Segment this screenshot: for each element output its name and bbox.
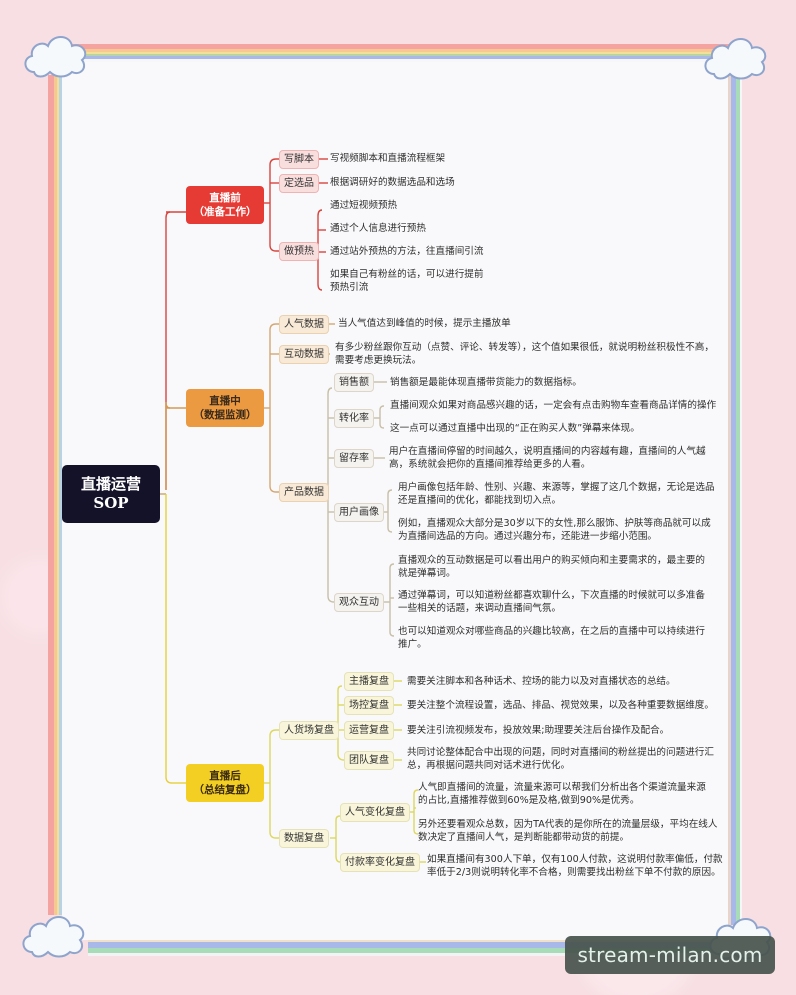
leaf-text: 销售额是最能体现直播带货能力的数据指标。 [390,377,582,388]
leaf-text: 用户在直播间停留的时间越久，说明直播间的内容越有趣，直播间的人气越 [389,446,706,457]
branch-write-script[interactable]: 写脚本 [279,150,319,169]
leaf-text: 人气即直播间的流量，流量来源可以帮我们分析出各个渠道流量来源 [418,782,706,793]
branch-data-review[interactable]: 数据复盘 [279,829,329,848]
leaf-text: 总，再根据问题共同对话术进行优化。 [407,760,571,771]
leaf-text: 数决定了直播间人气，是判断能都带动货的前提。 [418,832,630,843]
stage-label: 直播后 [209,770,241,782]
stage-label: 直播中 [209,395,241,407]
leaf-text: 如果自己有粉丝的话，可以进行提前 [330,269,484,280]
rainbow-frame-left [48,75,62,915]
leaf-text: 这一点可以通过直播中出现的“正在购买人数”弹幕来体现。 [390,423,640,434]
stage-node-after[interactable]: 直播后 （总结复盘） [186,764,264,802]
branch-select-products[interactable]: 定选品 [279,174,319,193]
node-user-profile[interactable]: 用户画像 [334,503,384,522]
cloud-icon [704,38,767,80]
leaf-text: 也可以知道观众对哪些商品的兴趣比较高，在之后的直播中可以持续进行 [398,626,705,637]
leaf-text: 要关注整个流程设置，选品、排品、视觉效果，以及各种重要数据维度。 [407,700,714,711]
stage-sublabel: （准备工作） [193,206,257,218]
stage-label: 直播前 [209,192,241,204]
leaf-text: 通过个人信息进行预热 [330,223,426,234]
rainbow-frame-right [728,75,742,925]
node-sales[interactable]: 销售额 [334,373,374,392]
leaf-text: 率低于2/3则说明转化率不合格，则需要找出粉丝下单不付款的原因。 [427,867,721,878]
leaf-text: 通过短视频预热 [330,200,398,211]
node-audience-interaction[interactable]: 观众互动 [334,593,384,612]
leaf-text: 共同讨论整体配合中出现的问题，同时对直播间的粉丝提出的问题进行汇 [407,747,714,758]
leaf-text: 需要关注脚本和各种话术、控场的能力以及对直播状态的总结。 [407,676,676,687]
leaf-text: 另外还要看观众总数，因为TA代表的是你所在的流量层级，平均在线人 [418,819,718,830]
node-payment-rate-review[interactable]: 付款率变化复盘 [340,853,420,872]
leaf-text: 就是弹幕词。 [398,568,456,579]
leaf-text: 通过站外预热的方法，往直播间引流 [330,246,484,257]
branch-warm-up[interactable]: 做预热 [279,242,319,261]
stage-sublabel: （数据监测） [193,409,257,421]
node-control-review[interactable]: 场控复盘 [344,696,394,715]
leaf-text: 要关注引流视频发布，投放效果;助理要关注后台操作及配合。 [407,725,670,736]
leaf-text: 用户画像包括年龄、性别、兴趣、来源等，掌握了这几个数据，无论是选品 [398,482,715,493]
leaf-text: 需要考虑更换玩法。 [335,355,422,366]
watermark-badge: stream-milan.com [565,936,775,974]
paper-canvas [62,62,728,940]
root-node[interactable]: 直播运营 SOP [62,465,160,523]
branch-people-goods-venue-review[interactable]: 人货场复盘 [279,721,339,740]
leaf-text: 直播间观众如果对商品感兴趣的话，一定会有点击购物车查看商品详情的操作 [390,400,717,411]
stage-node-during[interactable]: 直播中 （数据监测） [186,389,264,427]
leaf-text: 直播观众的互动数据是可以看出用户的购买倾向和主要需求的，最主要的 [398,555,705,566]
branch-interaction-data[interactable]: 互动数据 [279,345,329,364]
root-title: 直播运营 [80,475,141,493]
node-retention[interactable]: 留存率 [334,449,374,468]
stage-node-before[interactable]: 直播前 （准备工作） [186,186,264,224]
leaf-text: 例如，直播观众大部分是30岁以下的女性,那么服饰、护肤等商品就可以成 [398,518,711,529]
root-subtitle: SOP [93,494,129,512]
branch-product-data[interactable]: 产品数据 [279,483,329,502]
cloud-icon [22,916,85,958]
leaf-text: 当人气值达到峰值的时候，提示主播放单 [338,318,511,329]
node-popularity-change-review[interactable]: 人气变化复盘 [340,803,410,822]
leaf-text: 的占比,直播推荐做到60%是及格,做到90%是优秀。 [418,795,640,806]
leaf-text: 为直播间选品的方向。通过兴趣分布，还能进一步缩小范围。 [398,531,658,542]
leaf-text: 还是直播间的优化，都能找到切入点。 [398,495,562,506]
leaf-text: 有多少粉丝跟你互动（点赞、评论、转发等），这个值如果很低，就说明粉丝积极性不高， [335,342,714,353]
leaf-text: 一些相关的话题，来调动直播间气氛。 [398,603,562,614]
leaf-text: 预热引流 [330,282,369,293]
leaf-text: 高，系统就会把你的直播间推荐给更多的人看。 [389,459,591,470]
leaf-text: 推广。 [398,639,427,650]
leaf-text: 如果直播间有300人下单，仅有100人付款，这说明付款率偏低，付款 [427,854,723,865]
node-host-review[interactable]: 主播复盘 [344,672,394,691]
stage-sublabel: （总结复盘） [193,784,257,796]
leaf-text: 根据调研好的数据选品和选场 [330,177,455,188]
node-team-review[interactable]: 团队复盘 [344,751,394,770]
leaf-text: 写视频脚本和直播流程框架 [330,153,446,164]
leaf-text: 通过弹幕词，可以知道粉丝都喜欢聊什么，下次直播的时候就可以多准备 [398,590,705,601]
node-conversion[interactable]: 转化率 [334,409,374,428]
rainbow-frame-top [55,44,735,62]
cloud-icon [24,36,87,78]
branch-popularity-data[interactable]: 人气数据 [279,315,329,334]
node-operations-review[interactable]: 运营复盘 [344,721,394,740]
